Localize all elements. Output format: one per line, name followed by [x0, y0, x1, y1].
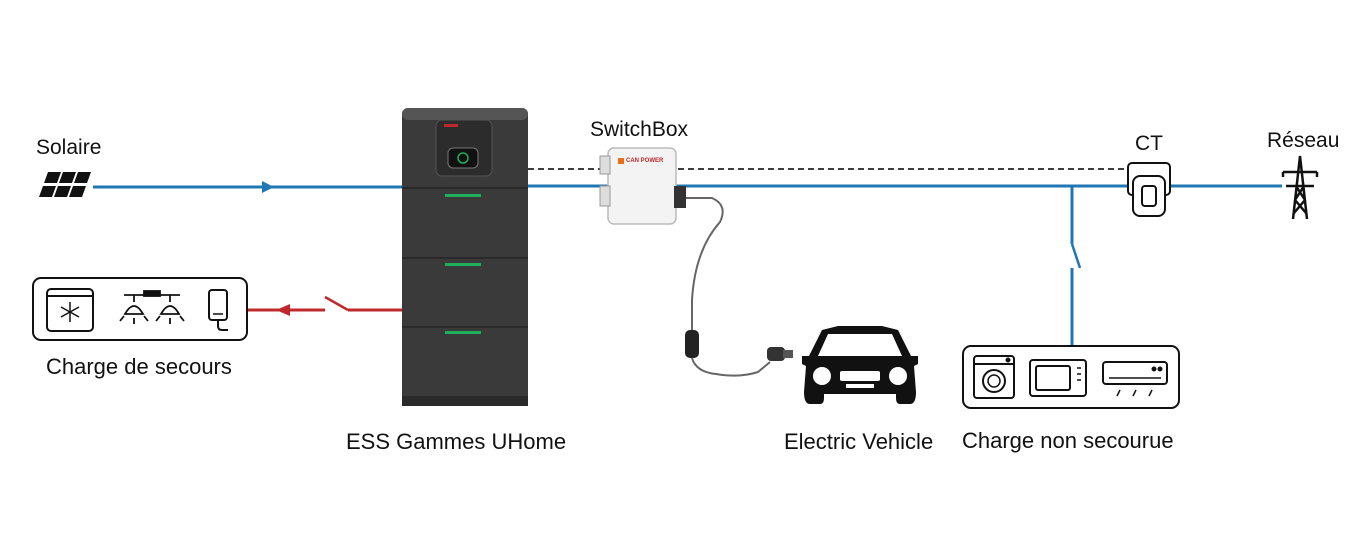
- ess-cabinet: [402, 108, 528, 406]
- ev-charging-cable: [685, 197, 793, 377]
- non-backup-load-label: Charge non secourue: [962, 428, 1174, 453]
- switchbox-label: SwitchBox: [590, 118, 689, 141]
- washing-machine-icon: [973, 355, 1015, 399]
- solar-line: [93, 181, 402, 193]
- ess-label: ESS Gammes UHome: [346, 429, 567, 454]
- current-transformer-icon: [1127, 162, 1171, 217]
- freezer-icon: [46, 288, 94, 332]
- solar-panel-icon: [39, 172, 91, 197]
- backup-load-line: [248, 295, 402, 316]
- solar-label: Solaire: [36, 136, 102, 159]
- grid-label: Réseau: [1267, 129, 1340, 152]
- non-backup-branch-line: [1070, 186, 1082, 346]
- backup-load-box: [32, 277, 248, 341]
- ct-label: CT: [1135, 132, 1163, 155]
- switchbox-device: [599, 147, 686, 225]
- ev-label: Electric Vehicle: [784, 429, 934, 454]
- air-conditioner-icon: [1102, 361, 1168, 397]
- switchbox-brand-logo: CAN POWER: [626, 158, 664, 164]
- water-heater-icon: [208, 289, 228, 331]
- non-backup-load-box: [962, 345, 1180, 409]
- backup-load-label: Charge de secours: [46, 354, 232, 379]
- power-tower-icon: [1281, 155, 1319, 220]
- lamp-icon: [119, 290, 185, 324]
- microwave-icon: [1029, 359, 1087, 397]
- car-icon: [802, 326, 918, 404]
